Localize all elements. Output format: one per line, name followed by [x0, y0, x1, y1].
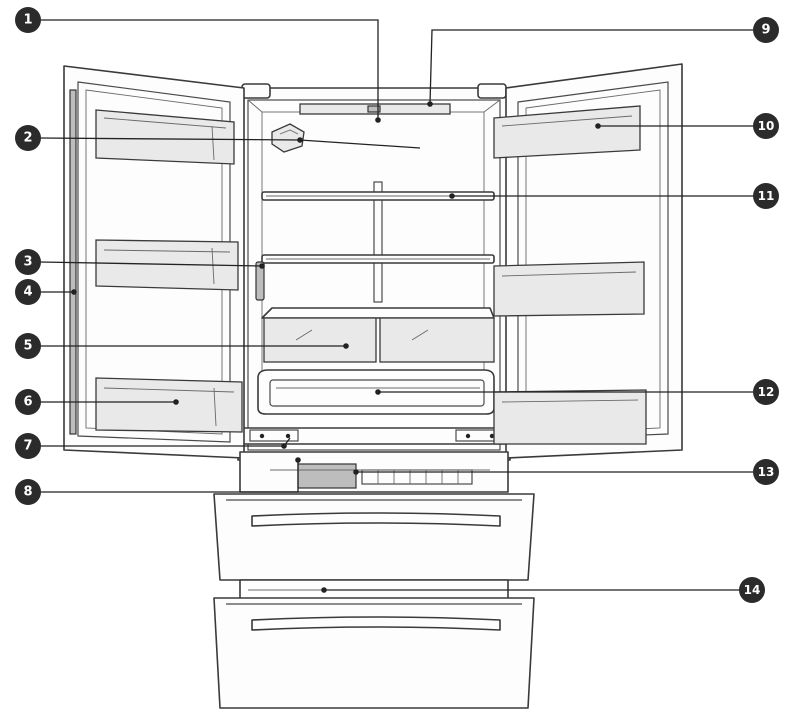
callout-11: 11	[753, 183, 779, 209]
callout-8: 8	[15, 479, 41, 505]
svg-text:5: 5	[23, 339, 32, 354]
svg-text:9: 9	[761, 23, 770, 38]
callout-13: 13	[753, 459, 779, 485]
callout-5: 5	[15, 333, 41, 359]
right-door-bin-middle	[493, 261, 645, 317]
callout-2: 2	[15, 125, 41, 151]
callout-10: 10	[753, 113, 779, 139]
svg-text:7: 7	[23, 439, 32, 454]
right-door	[505, 63, 683, 459]
callout-12: 12	[753, 379, 779, 405]
callout-3: 3	[15, 249, 41, 275]
ice-maker-module	[271, 123, 305, 153]
freezer-drawer-upper	[213, 493, 535, 581]
lower-control-strip	[241, 427, 507, 445]
svg-text:8: 8	[23, 485, 32, 500]
svg-text:10: 10	[758, 119, 775, 133]
left-door-bin-bottom	[95, 377, 243, 433]
svg-text:3: 3	[23, 255, 32, 270]
freezer-drawer-lower	[213, 597, 535, 709]
svg-text:2: 2	[23, 131, 32, 146]
right-door-bin-bottom	[493, 389, 647, 445]
svg-text:12: 12	[758, 385, 775, 399]
callout-4: 4	[15, 279, 41, 305]
svg-text:1: 1	[23, 13, 32, 28]
leader-lines	[39, 19, 764, 593]
callout-14: 14	[739, 577, 765, 603]
svg-text:13: 13	[758, 465, 775, 479]
left-door-bin-top	[95, 109, 235, 165]
callout-1: 1	[15, 7, 41, 33]
callout-7: 7	[15, 433, 41, 459]
left-door-bin-middle	[95, 239, 239, 291]
crisper-drawers	[261, 307, 495, 363]
shelf-upper	[261, 191, 495, 201]
svg-text:11: 11	[758, 189, 775, 203]
svg-text:4: 4	[23, 285, 32, 300]
right-door-bin-top	[493, 105, 641, 159]
shelf-middle	[255, 254, 495, 301]
callout-9: 9	[753, 17, 779, 43]
svg-text:14: 14	[744, 583, 761, 597]
callout-6: 6	[15, 389, 41, 415]
svg-text:6: 6	[23, 395, 32, 410]
